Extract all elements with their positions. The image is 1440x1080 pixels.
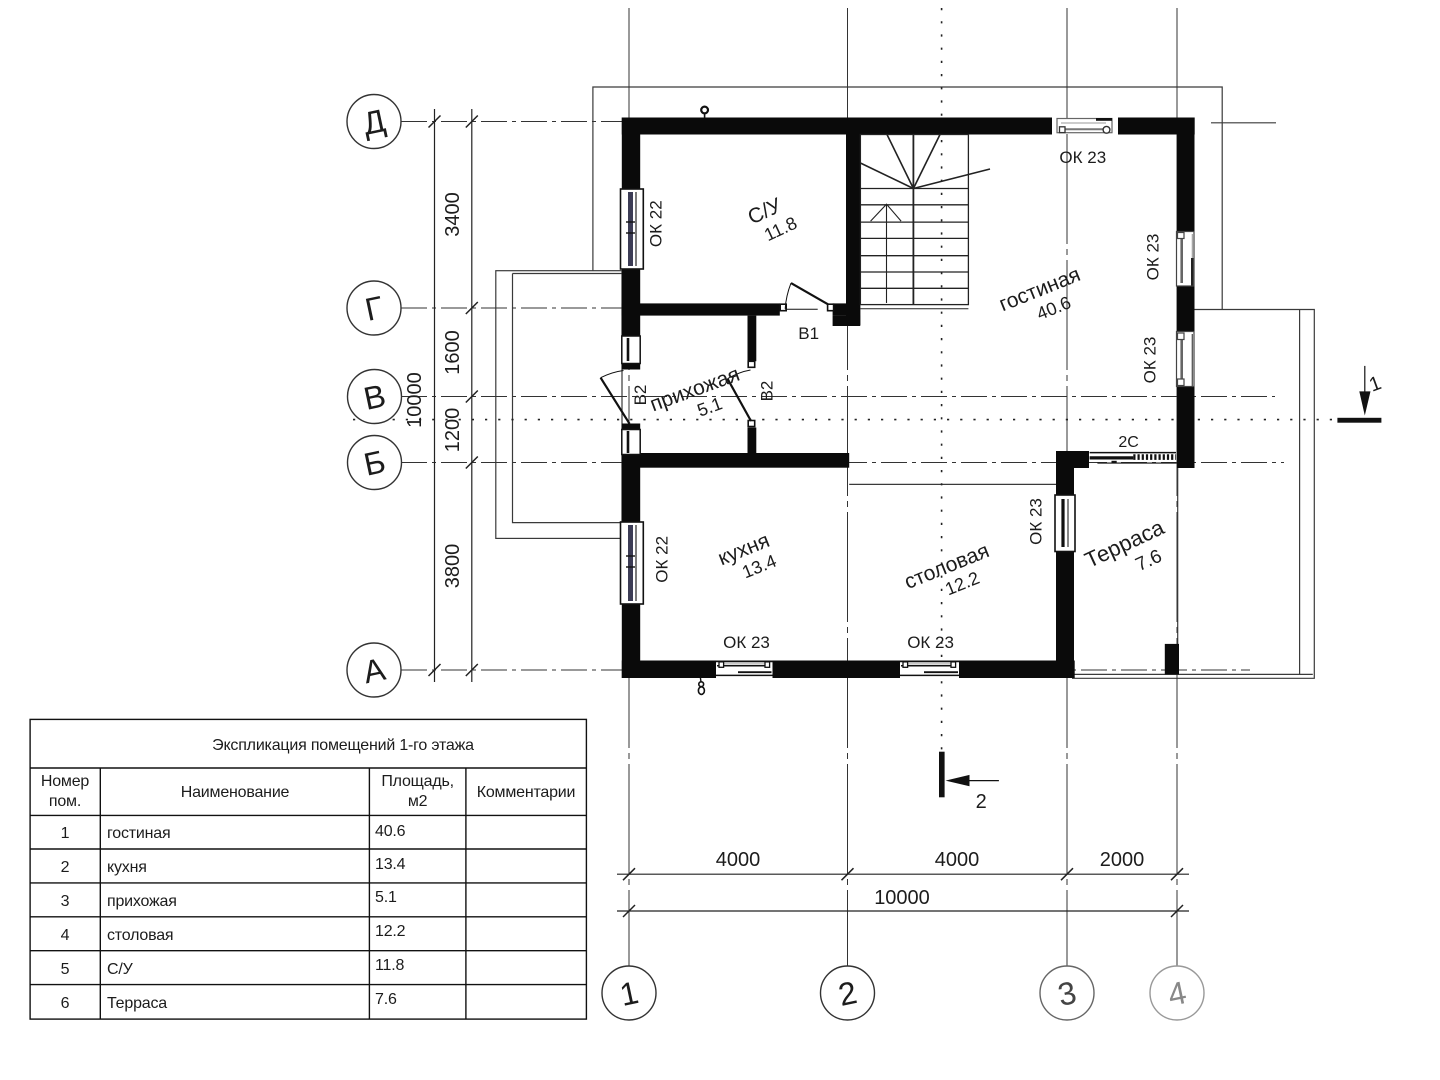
- svg-text:2000: 2000: [1100, 849, 1145, 871]
- svg-text:3800: 3800: [442, 544, 464, 589]
- svg-text:10000: 10000: [404, 372, 426, 428]
- svg-text:В2: В2: [631, 385, 650, 406]
- svg-text:5.1: 5.1: [375, 889, 397, 906]
- svg-text:м2: м2: [408, 793, 428, 810]
- svg-text:6: 6: [61, 995, 70, 1012]
- svg-text:прихожая: прихожая: [107, 893, 177, 910]
- svg-text:12.2: 12.2: [375, 923, 406, 940]
- svg-text:ОК 23: ОК 23: [907, 633, 954, 652]
- svg-text:40.6: 40.6: [375, 823, 406, 840]
- svg-text:ОК 23: ОК 23: [1059, 148, 1106, 167]
- svg-text:2: 2: [976, 791, 987, 813]
- svg-text:10000: 10000: [874, 887, 930, 909]
- svg-text:гостиная: гостиная: [107, 825, 170, 842]
- svg-text:Терраса: Терраса: [107, 995, 167, 1012]
- svg-text:3400: 3400: [442, 192, 464, 237]
- svg-text:3: 3: [61, 893, 70, 910]
- svg-text:ОК 22: ОК 22: [647, 200, 666, 247]
- svg-text:Экспликация помещений 1-го эта: Экспликация помещений 1-го этажа: [212, 737, 474, 754]
- svg-text:13.4: 13.4: [375, 856, 406, 873]
- svg-text:В2: В2: [758, 381, 777, 402]
- svg-text:7.6: 7.6: [375, 991, 397, 1008]
- svg-text:2С: 2С: [1118, 434, 1138, 451]
- svg-text:столовая: столовая: [107, 927, 173, 944]
- svg-text:кухня: кухня: [107, 859, 147, 876]
- svg-text:ОК 22: ОК 22: [653, 536, 672, 583]
- svg-text:ОК 23: ОК 23: [1027, 498, 1046, 545]
- svg-text:Наименование: Наименование: [181, 784, 290, 801]
- svg-text:4: 4: [61, 927, 70, 944]
- svg-text:Комментарии: Комментарии: [477, 784, 576, 801]
- svg-text:Площадь,: Площадь,: [381, 773, 454, 790]
- svg-text:2: 2: [61, 859, 70, 876]
- svg-text:1: 1: [61, 825, 70, 842]
- svg-text:ОК 23: ОК 23: [1141, 337, 1160, 384]
- svg-text:С/У: С/У: [107, 961, 134, 978]
- svg-text:1200: 1200: [442, 408, 464, 453]
- svg-text:5: 5: [61, 961, 70, 978]
- svg-text:4000: 4000: [716, 849, 761, 871]
- svg-text:1600: 1600: [442, 330, 464, 375]
- svg-text:прихожая: прихожая: [647, 363, 743, 417]
- svg-text:пом.: пом.: [49, 793, 81, 810]
- svg-text:ОК 23: ОК 23: [1144, 234, 1163, 281]
- svg-text:11.8: 11.8: [375, 957, 404, 974]
- svg-text:ОК 23: ОК 23: [723, 633, 770, 652]
- svg-text:4000: 4000: [935, 849, 980, 871]
- svg-text:Номер: Номер: [41, 773, 90, 790]
- svg-text:В1: В1: [798, 324, 819, 343]
